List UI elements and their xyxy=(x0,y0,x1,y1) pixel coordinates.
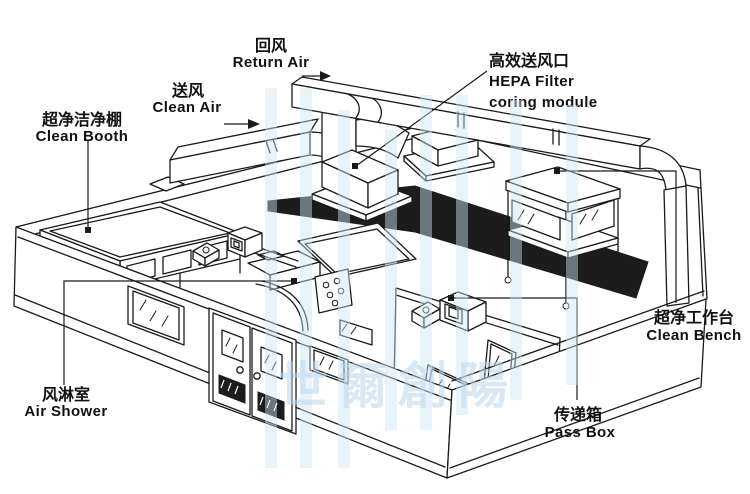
door-grille xyxy=(218,374,246,404)
pass-box-zh: 传递箱 xyxy=(553,405,602,424)
hepa-en1: HEPA Filter xyxy=(489,73,574,90)
front-left-wall xyxy=(13,226,453,479)
clean-booth-zh: 超净洁净棚 xyxy=(41,110,122,129)
air-shower-nozzle-panel xyxy=(314,268,353,314)
clean-bench-zh: 超净工作台 xyxy=(653,308,734,327)
return-air-zh: 回风 xyxy=(255,37,287,55)
label-clean-air: 送风 Clean Air xyxy=(153,81,222,116)
label-hepa-filter: 高效送风口 HEPA Filter coring module xyxy=(489,51,598,111)
air-shower-curved-wall xyxy=(255,283,304,332)
hepa-zh: 高效送风口 xyxy=(489,51,569,70)
air-shower-doors xyxy=(208,307,297,435)
return-air-arrow xyxy=(302,71,331,81)
clean-bench-en: Clean Bench xyxy=(646,327,741,344)
door-grille xyxy=(257,391,285,421)
label-clean-bench: 超净工作台 Clean Bench xyxy=(646,308,741,344)
label-pass-box: 传递箱 Pass Box xyxy=(545,405,616,441)
watermark: 世爾創陽 xyxy=(265,88,578,468)
label-air-shower: 风淋室 Air Shower xyxy=(24,385,107,420)
door-handle xyxy=(253,372,261,380)
door-window xyxy=(221,329,244,363)
clean-air-arrow xyxy=(224,119,260,129)
leader-lines xyxy=(63,70,677,400)
air-shower-zh: 风淋室 xyxy=(42,385,90,404)
air-shower-en: Air Shower xyxy=(24,403,107,420)
small-fixture-box xyxy=(192,242,220,267)
window xyxy=(127,285,185,346)
clean-booth-en: Clean Booth xyxy=(36,128,129,145)
watermark-text: 世爾創陽 xyxy=(278,358,518,414)
hepa-en2: coring module xyxy=(489,94,598,111)
window xyxy=(309,345,349,385)
ffu-box xyxy=(227,226,263,258)
hepa-module-2 xyxy=(403,125,495,182)
clean-air-en: Clean Air xyxy=(153,99,222,116)
clean-air-zh: 送风 xyxy=(171,81,204,100)
label-clean-booth: 超净洁净棚 Clean Booth xyxy=(36,110,129,145)
pass-box-en: Pass Box xyxy=(545,424,616,441)
clean-bench xyxy=(504,166,622,310)
door-handle xyxy=(236,366,244,374)
label-return-air: 回风 Return Air xyxy=(233,37,310,71)
door-window xyxy=(260,346,283,380)
hepa-filter-box xyxy=(311,149,413,222)
interior-window xyxy=(339,319,373,346)
return-air-en: Return Air xyxy=(233,54,310,71)
